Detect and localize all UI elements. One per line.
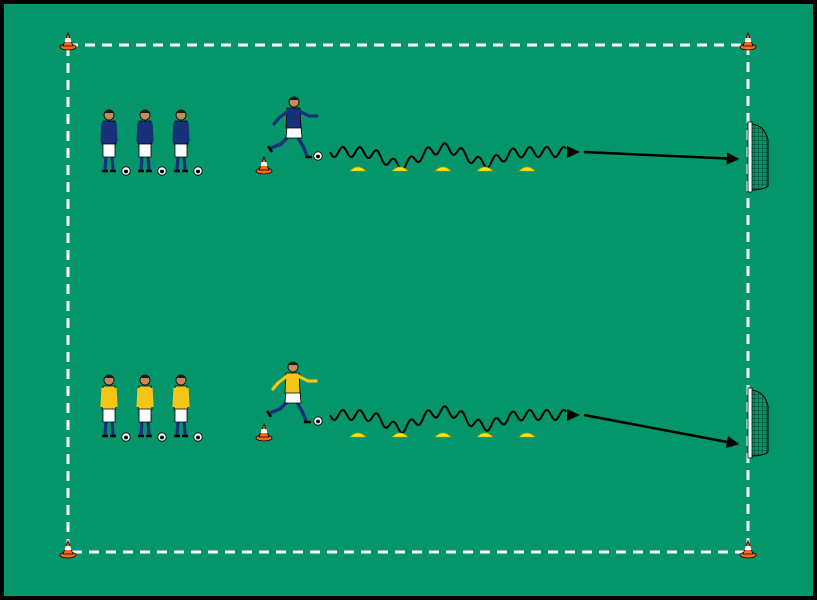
- player-icon: [266, 361, 318, 424]
- player-icon: [136, 109, 154, 173]
- flat-marker-icon: [518, 166, 536, 172]
- flat-marker-icon: [434, 432, 452, 438]
- soccer-ball-icon: [313, 416, 323, 426]
- flat-marker-icon: [434, 166, 452, 172]
- soccer-ball-icon: [157, 432, 167, 442]
- corner-cone-icon: [739, 539, 757, 559]
- player-icon: [100, 109, 118, 173]
- dribble-path: [329, 405, 567, 434]
- goal-net-icon: [747, 387, 769, 459]
- soccer-ball-icon: [193, 166, 203, 176]
- player-icon: [172, 109, 190, 173]
- player-icon: [172, 374, 190, 438]
- shot-arrow: [583, 150, 740, 165]
- flat-marker-icon: [349, 432, 367, 438]
- soccer-ball-icon: [121, 432, 131, 442]
- corner-cone-icon: [59, 31, 77, 51]
- player-icon: [136, 374, 154, 438]
- corner-cone-icon: [739, 31, 757, 51]
- soccer-ball-icon: [157, 166, 167, 176]
- flat-marker-icon: [476, 166, 494, 172]
- soccer-ball-icon: [313, 151, 323, 161]
- soccer-ball-icon: [193, 432, 203, 442]
- pitch-surface: [4, 4, 813, 596]
- goal-net-icon: [747, 121, 769, 193]
- flat-marker-icon: [349, 166, 367, 172]
- dribble-path: [329, 142, 567, 171]
- player-icon: [100, 374, 118, 438]
- corner-cone-icon: [59, 539, 77, 559]
- player-icon: [267, 96, 319, 159]
- start-cone-icon: [255, 155, 273, 175]
- dribble-arrowhead: [567, 409, 580, 421]
- pitch-boundary: [66, 43, 750, 554]
- flat-marker-icon: [391, 166, 409, 172]
- flat-marker-icon: [391, 432, 409, 438]
- shot-arrow: [583, 413, 740, 449]
- flat-marker-icon: [476, 432, 494, 438]
- flat-marker-icon: [518, 432, 536, 438]
- start-cone-icon: [255, 422, 273, 442]
- dribble-arrowhead: [567, 146, 580, 158]
- soccer-ball-icon: [121, 166, 131, 176]
